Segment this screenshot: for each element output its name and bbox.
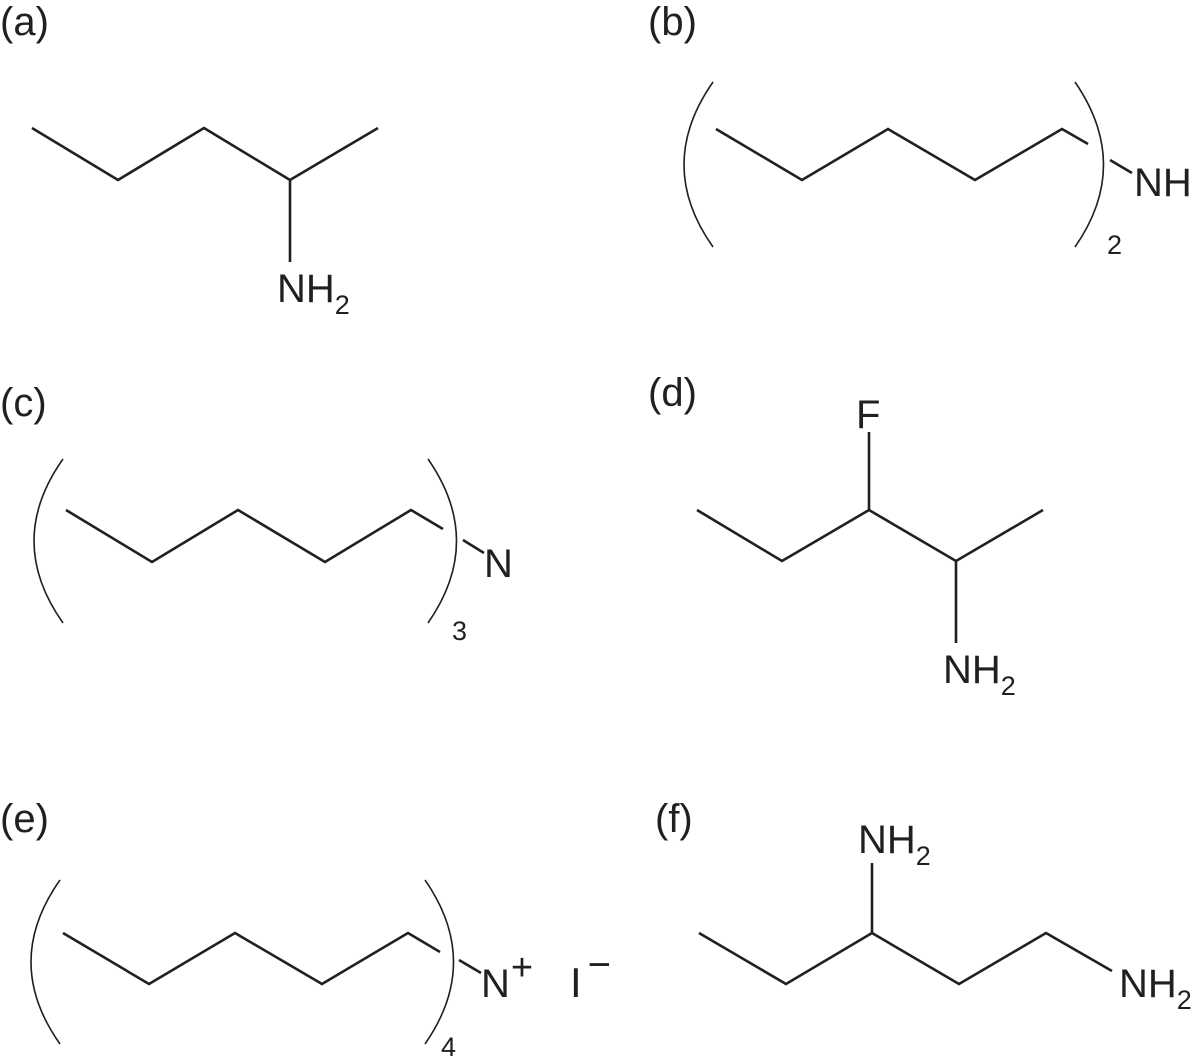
structure-c-nitrogen-atom: N bbox=[484, 542, 513, 586]
structure-c-right-paren bbox=[427, 458, 458, 624]
structure-e-iodide-ion: I− bbox=[570, 943, 611, 1006]
panel-f: (f) NH2 NH2 bbox=[655, 797, 1192, 1015]
atom-nh: NH bbox=[858, 818, 916, 862]
structure-d-chain-bonds bbox=[696, 508, 1044, 563]
panel-c: (c) N 3 bbox=[0, 381, 513, 646]
structure-b-right-paren bbox=[1074, 81, 1105, 248]
structure-a-amine-group: NH2 bbox=[277, 267, 350, 320]
subscript-2: 2 bbox=[335, 290, 350, 320]
structure-a-bonds bbox=[31, 126, 379, 182]
structure-c-nitrogen-bond bbox=[462, 538, 485, 555]
panel-label-a: (a) bbox=[0, 0, 49, 44]
panel-a: (a) NH2 bbox=[0, 0, 379, 320]
atom-i: I bbox=[570, 959, 582, 1006]
atom-nh: NH bbox=[1119, 962, 1177, 1006]
panel-label-e: (e) bbox=[0, 797, 49, 841]
structure-d-amine-group: NH2 bbox=[943, 648, 1016, 701]
atom-nh: NH bbox=[277, 267, 335, 311]
structure-c-chain-bonds bbox=[65, 508, 444, 564]
structure-b-left-paren bbox=[683, 81, 714, 248]
panel-label-f: (f) bbox=[655, 797, 693, 841]
positive-charge: + bbox=[511, 947, 533, 989]
panel-e: (e) N+ I− 4 bbox=[0, 797, 611, 1059]
atom-nh: NH bbox=[943, 648, 1001, 692]
structure-e-ammonium-group: N+ bbox=[481, 947, 533, 1006]
structure-c-left-paren bbox=[33, 458, 64, 624]
panel-label-c: (c) bbox=[0, 381, 47, 425]
structure-b-chain-bonds bbox=[715, 127, 1089, 182]
subscript-2: 2 bbox=[916, 841, 931, 871]
structure-e-nitrogen-bond bbox=[458, 958, 482, 975]
negative-charge: − bbox=[588, 943, 611, 987]
structure-e-multiplier: 4 bbox=[441, 1032, 456, 1059]
structure-b-nitrogen-bond bbox=[1109, 158, 1133, 175]
panel-b: (b) NH 2 bbox=[648, 0, 1192, 260]
structure-e-right-paren bbox=[424, 879, 455, 1045]
structure-c-multiplier: 3 bbox=[452, 616, 467, 646]
structure-f-chain-bonds bbox=[698, 931, 1113, 986]
subscript-2: 2 bbox=[1001, 671, 1016, 701]
panel-label-b: (b) bbox=[648, 0, 697, 44]
structure-e-chain-bonds bbox=[62, 931, 441, 986]
structure-f-amine-group-top: NH2 bbox=[858, 818, 931, 871]
structure-b-multiplier: 2 bbox=[1107, 230, 1122, 260]
structure-d-fluorine-atom: F bbox=[856, 393, 880, 437]
structure-e-left-paren bbox=[30, 879, 61, 1045]
structure-b-amine-group: NH bbox=[1134, 161, 1192, 205]
atom-n: N bbox=[481, 962, 510, 1006]
subscript-2: 2 bbox=[1177, 985, 1192, 1015]
panel-d: (d) F NH2 bbox=[648, 371, 1044, 701]
panel-label-d: (d) bbox=[648, 371, 697, 415]
structure-f-amine-group-end: NH2 bbox=[1119, 962, 1192, 1015]
